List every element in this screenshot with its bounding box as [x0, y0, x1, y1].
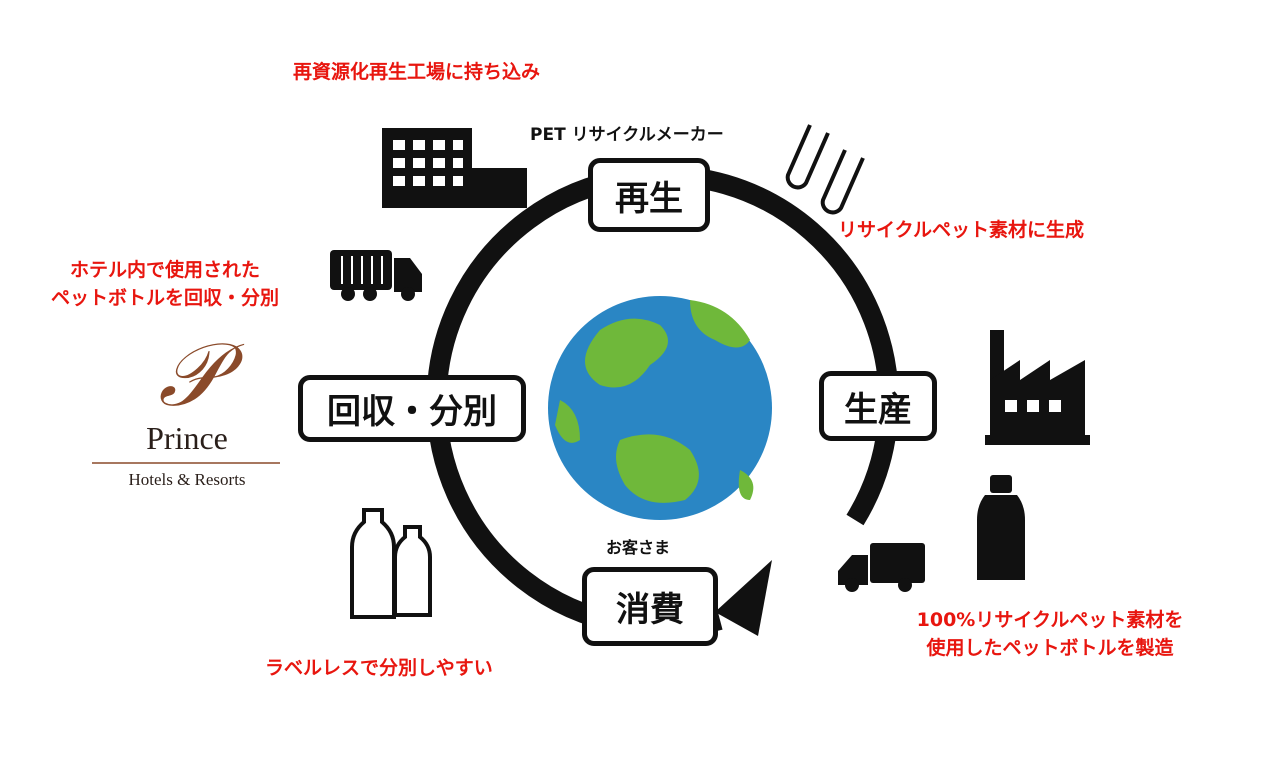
- factory-delivery-label: 再資源化再生工場に持ち込み: [293, 61, 541, 83]
- hotel-collect-line2: ペットボトルを回収・分別: [50, 287, 279, 309]
- empty-bottles-icon: [350, 508, 432, 619]
- earth-icon: [548, 296, 772, 520]
- delivery-truck-icon: [838, 543, 925, 592]
- hotel-collect-label: ホテル内で使用された ペットボトルを回収・分別: [20, 256, 310, 312]
- maker-label: PET リサイクルメーカー: [530, 125, 724, 145]
- stage-collect: 回収・分別: [298, 375, 526, 442]
- garbage-truck-icon: [330, 250, 422, 301]
- building-icon: [382, 128, 527, 208]
- cycle-ring: [426, 165, 899, 638]
- test-tubes-icon: [785, 124, 865, 215]
- recycled-material-label: リサイクルペット素材に生成: [838, 219, 1085, 241]
- bottle-icon: [977, 475, 1025, 580]
- cycle-arrowhead: [715, 560, 772, 636]
- stage-produce: 生産: [819, 371, 937, 441]
- logo-sub: Hotels & Resorts: [128, 470, 246, 489]
- manufacture-label: 100%リサイクルペット素材を 使用したペットボトルを製造: [870, 606, 1230, 662]
- manufacture-line2: 使用したペットボトルを製造: [926, 637, 1174, 659]
- hotel-collect-line1: ホテル内で使用された: [69, 259, 260, 281]
- labelless-label: ラベルレスで分別しやすい: [265, 657, 493, 679]
- manufacture-line1: 100%リサイクルペット素材を: [916, 609, 1184, 631]
- logo-name: Prince: [146, 420, 228, 456]
- factory-icon: [985, 330, 1090, 445]
- stage-consume: 消費: [582, 567, 718, 646]
- customer-label: お客さま: [606, 538, 671, 557]
- svg-text:𝒫: 𝒫: [158, 323, 244, 426]
- stage-regenerate: 再生: [588, 158, 710, 232]
